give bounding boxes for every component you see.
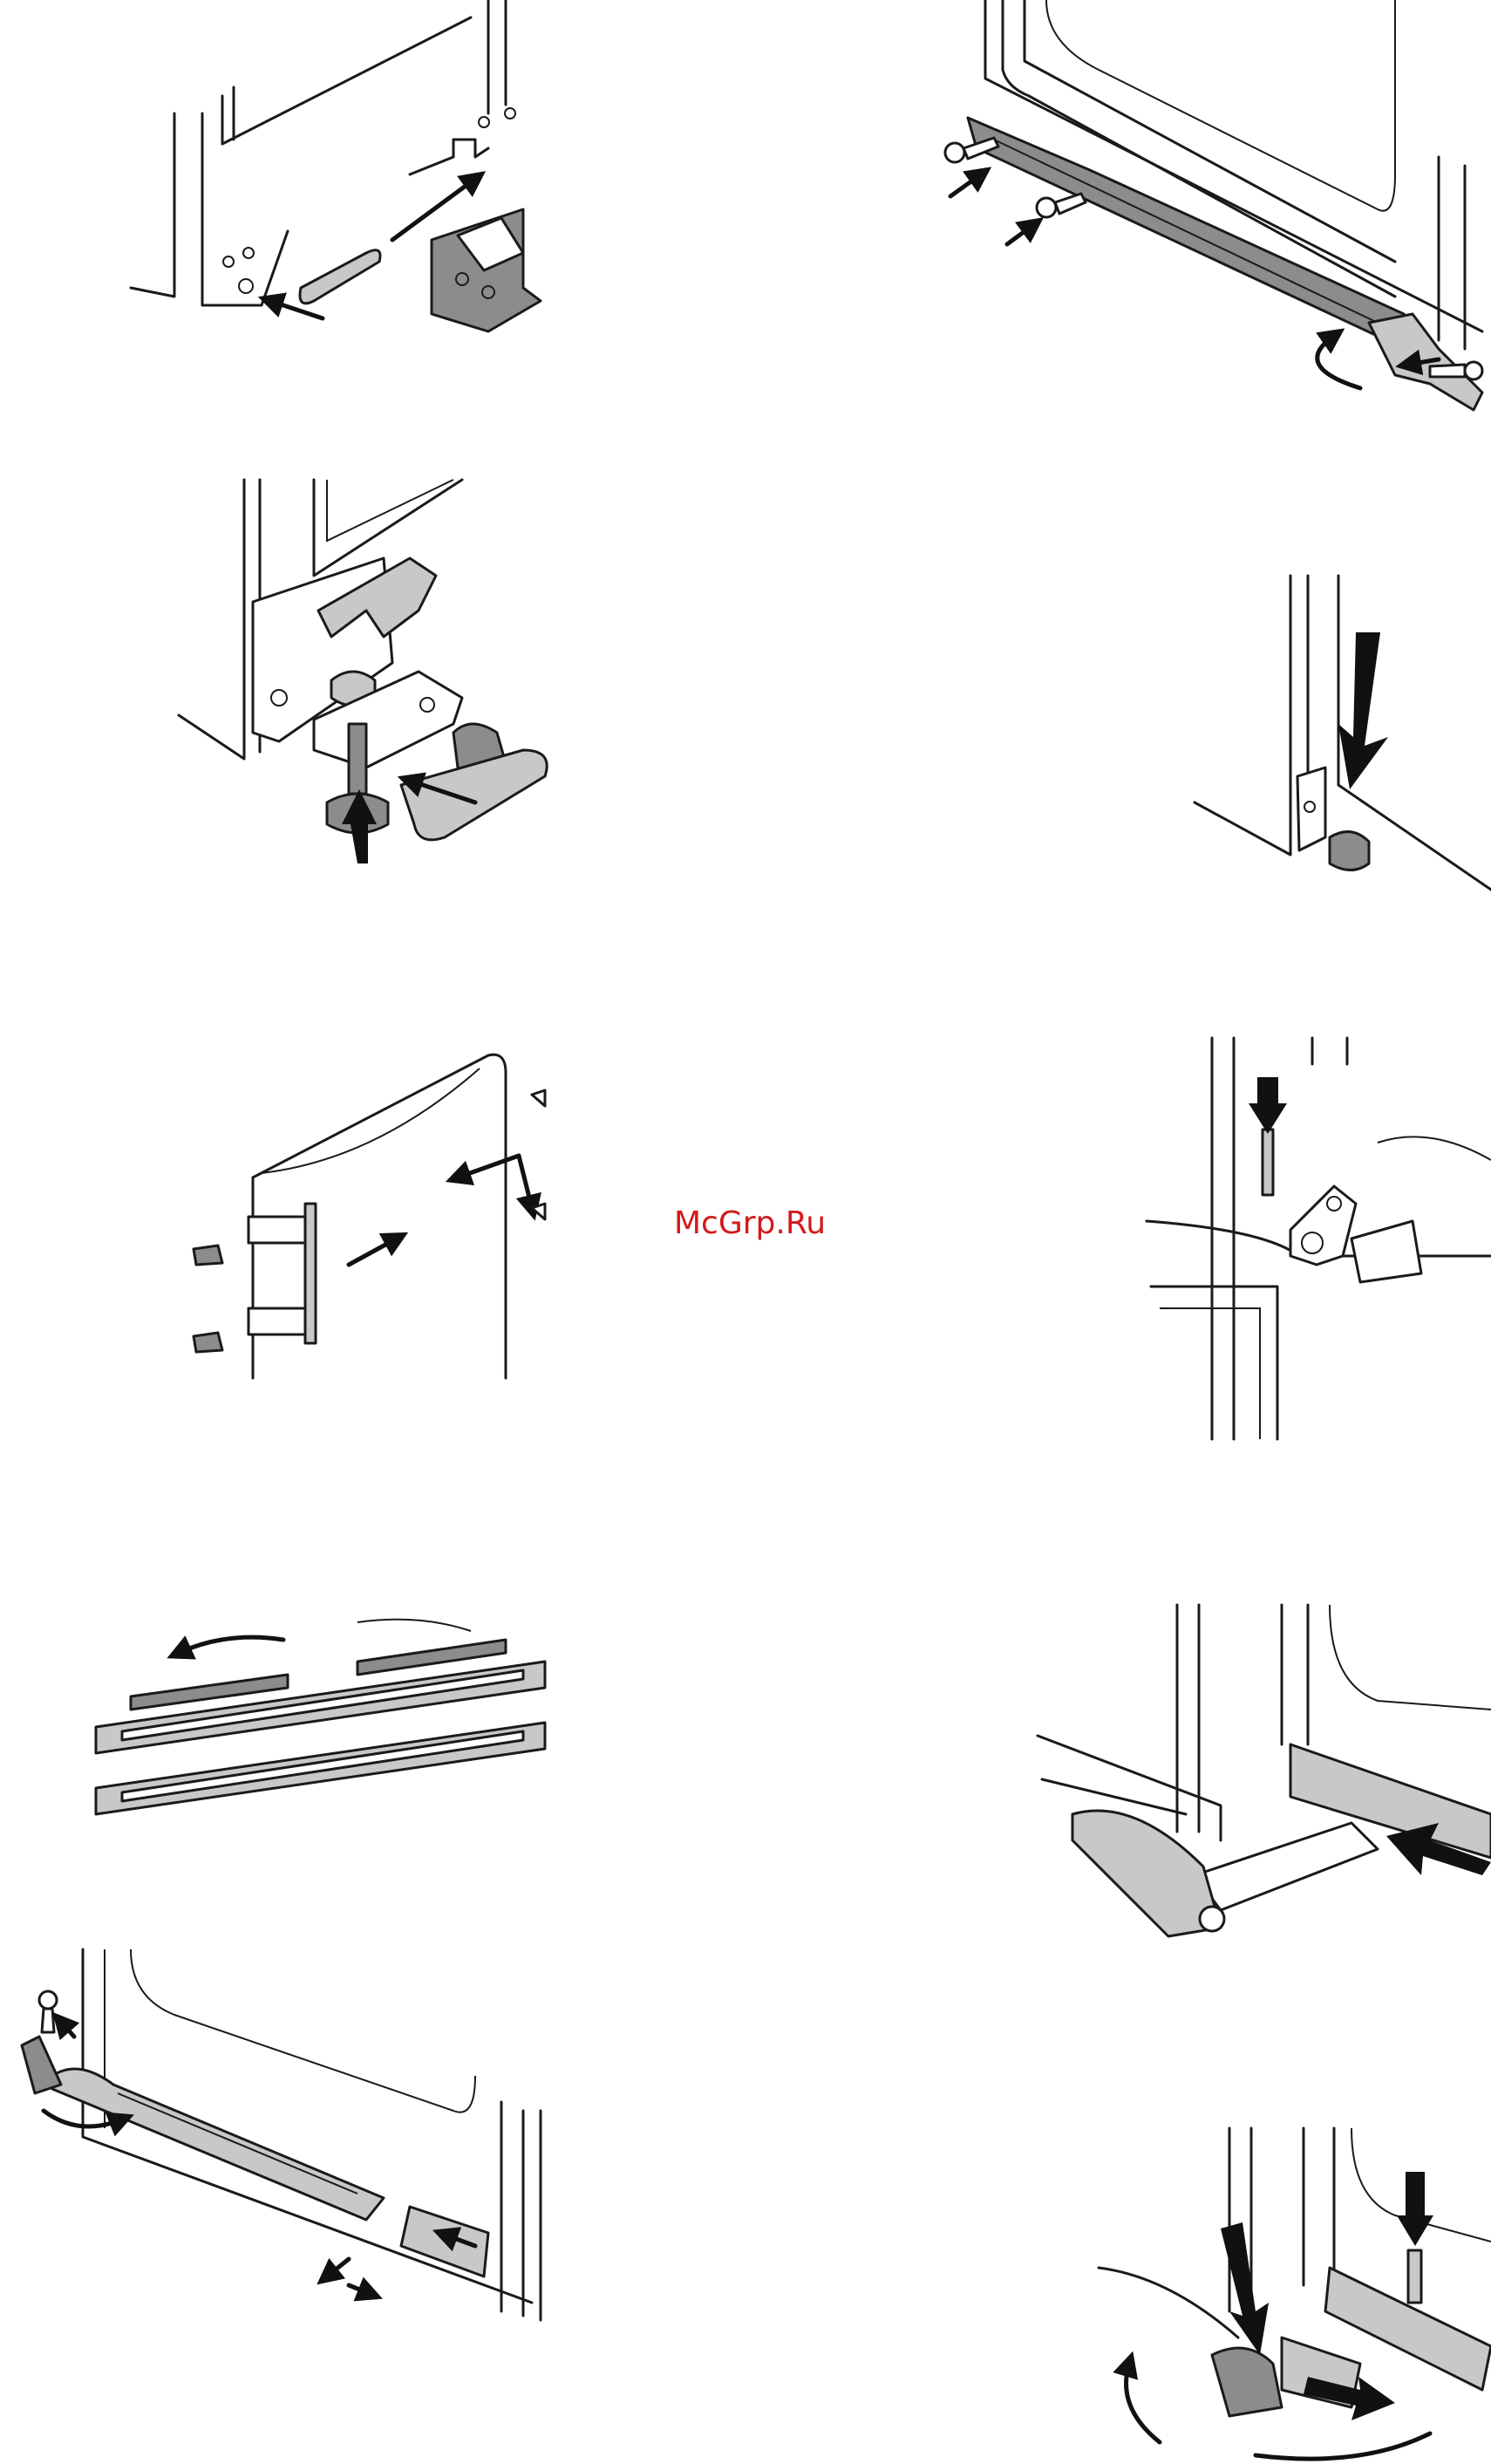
screw-head bbox=[1465, 362, 1482, 379]
rail-end-cap bbox=[401, 2207, 488, 2276]
oval-grommet bbox=[300, 250, 380, 304]
figure-hinge-pin-cap bbox=[179, 480, 547, 863]
watermark-text: McGrp.Ru bbox=[663, 1205, 837, 1241]
figure-door-hinge-covers bbox=[194, 1055, 545, 1378]
figure-hinge-bracket-slot bbox=[131, 0, 541, 331]
handle-cap bbox=[401, 750, 547, 840]
figure-door-lower-press bbox=[1195, 576, 1491, 890]
hinge-rod bbox=[305, 1204, 316, 1343]
figure-cover-strip-screws bbox=[945, 0, 1482, 410]
bar-cover bbox=[194, 1246, 222, 1265]
lock-pin bbox=[1408, 2250, 1421, 2303]
hinge-lever bbox=[22, 2037, 61, 2093]
figure-slide-hinge-lever bbox=[1099, 2128, 1491, 2459]
adjust-foot bbox=[1330, 832, 1369, 870]
hinge-pin bbox=[349, 724, 366, 794]
figure-slide-rails bbox=[96, 1620, 545, 1814]
figure-rail-mount bbox=[22, 1949, 541, 2320]
hinge-pin bbox=[1263, 1130, 1273, 1195]
figure-hinge-pin-insert bbox=[1147, 1038, 1491, 1439]
hinge-bracket bbox=[1290, 1186, 1356, 1265]
screw-head bbox=[39, 1991, 57, 2009]
screw-head bbox=[1037, 198, 1056, 217]
figure-slide-hinge-push bbox=[1038, 1605, 1491, 1936]
hinge-lever bbox=[1212, 2348, 1282, 2416]
bar-cover bbox=[194, 1333, 222, 1352]
screw-head bbox=[945, 143, 964, 162]
